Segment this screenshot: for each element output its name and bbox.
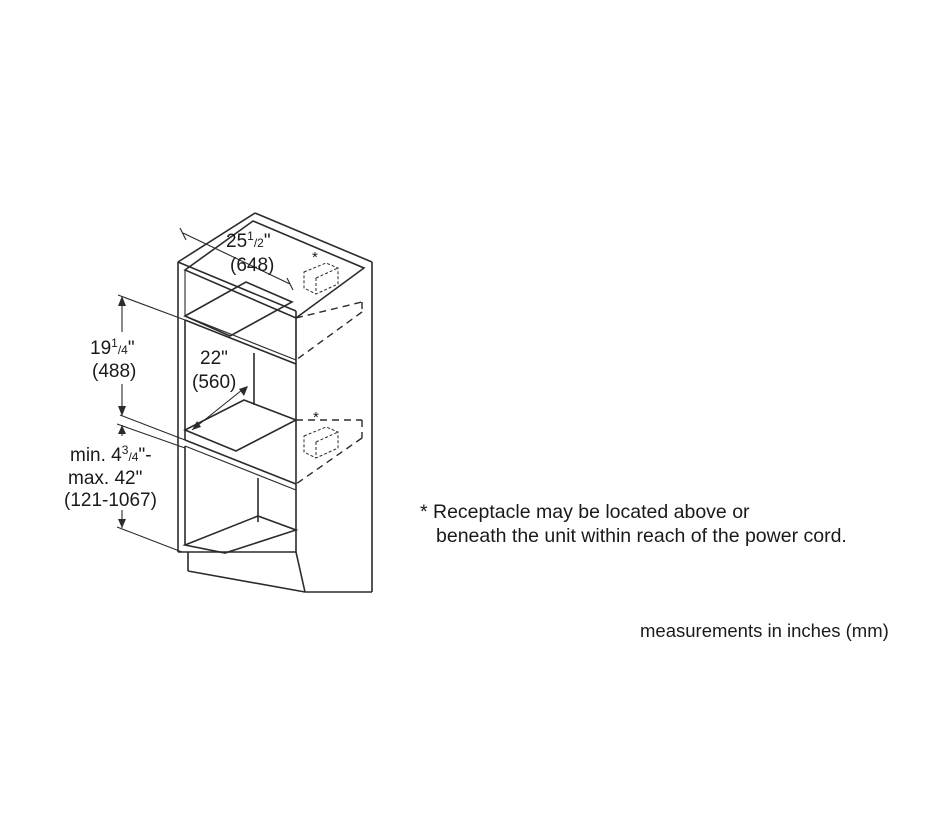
floor-height-dimension: min. 43/4"- max. 42" (121-1067)	[64, 423, 186, 553]
opening-den: 4	[121, 343, 128, 357]
width-num: 1	[247, 229, 254, 243]
floor-den: 4	[132, 450, 139, 464]
receptacle-upper: *	[303, 249, 339, 295]
depth-mm: (560)	[192, 372, 236, 393]
depth-dimension: 22" (560)	[191, 348, 248, 431]
receptacle-note: * Receptacle may be located above or ben…	[420, 500, 940, 548]
width-whole: 25	[226, 231, 247, 252]
width-dimension: 251/2" (648)	[179, 227, 294, 291]
receptacle-note-line2: beneath the unit within reach of the pow…	[436, 525, 847, 547]
depth-inch: 22"	[200, 348, 228, 369]
lower-opening	[182, 446, 299, 554]
opening-height-dimension: 191/4" (488)	[90, 294, 186, 441]
receptacle-note-line1: * Receptacle may be located above or	[420, 501, 750, 523]
svg-text:191/4": 191/4"	[90, 336, 135, 359]
opening-mm: (488)	[92, 361, 136, 382]
floor-num: 3	[122, 443, 129, 457]
cabinet-outline	[177, 212, 373, 593]
hidden-lines	[295, 301, 363, 485]
floor-min-prefix: min. 4	[70, 445, 122, 466]
upper-shelf	[183, 220, 366, 361]
floor-mm: (121-1067)	[64, 490, 157, 511]
svg-text:min. 43/4"-: min. 43/4"-	[70, 443, 152, 466]
receptacle-marker-upper: *	[312, 249, 318, 266]
receptacle-lower: *	[303, 409, 339, 459]
opening-num: 1	[111, 336, 118, 350]
svg-text:251/2": 251/2"	[226, 229, 271, 252]
width-inch: "	[264, 231, 271, 252]
floor-min-suffix: "-	[138, 445, 151, 466]
oven-opening	[183, 319, 298, 491]
opening-inch: "	[128, 338, 135, 359]
opening-whole: 19	[90, 338, 111, 359]
units-note: measurements in inches (mm)	[640, 620, 889, 641]
floor-max: max. 42"	[68, 468, 142, 489]
receptacle-marker-lower: *	[313, 409, 319, 426]
width-den: 2	[257, 236, 264, 250]
width-mm: (648)	[230, 255, 274, 276]
